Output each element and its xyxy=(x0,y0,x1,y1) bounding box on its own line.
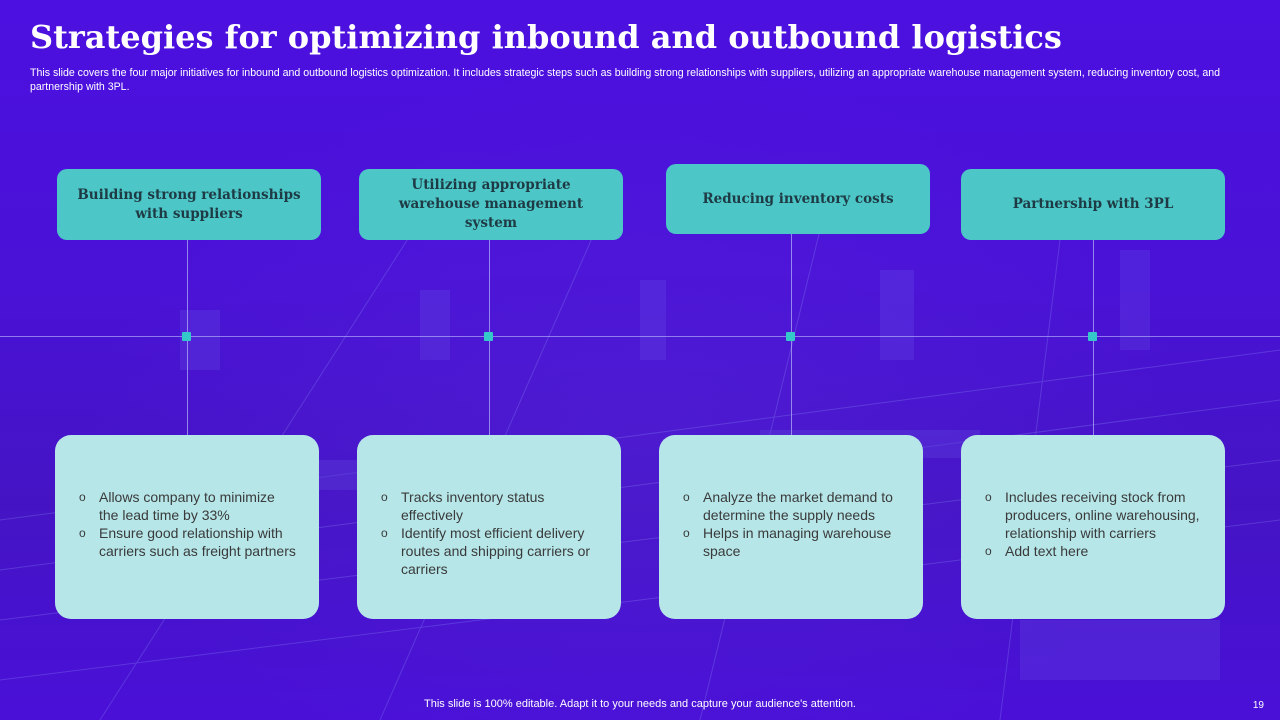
bullet-icon: o xyxy=(683,526,690,540)
strategy-point: o Tracks inventory status effectively xyxy=(381,488,599,524)
strategy-point: o Identify most efficient delivery routes… xyxy=(381,524,599,578)
strategy-point: o Analyze the market demand to determine … xyxy=(683,488,901,524)
strategy-point-text: Tracks inventory status effectively xyxy=(401,489,545,523)
strategy-point: o Helps in managing warehouse space xyxy=(683,524,901,560)
strategy-point: o Ensure good relationship with carriers … xyxy=(79,524,297,560)
timeline-line xyxy=(0,336,1280,337)
strategy-points-3: o Analyze the market demand to determine … xyxy=(683,488,901,560)
strategy-heading-3: Reducing inventory costs xyxy=(666,164,930,234)
slide-subtitle: This slide covers the four major initiat… xyxy=(30,67,1221,93)
page-number: 19 xyxy=(1252,700,1264,711)
strategy-heading-2-text: Utilizing appropriate warehouse manageme… xyxy=(398,177,584,231)
strategy-point: o Includes receiving stock from producers… xyxy=(985,488,1203,542)
bullet-icon: o xyxy=(381,526,388,540)
connector-dot-1 xyxy=(182,332,191,341)
slide-footer: This slide is 100% editable. Adapt it to… xyxy=(424,698,856,710)
connector-dot-2 xyxy=(484,332,493,341)
strategy-point: o Add text here xyxy=(985,542,1203,560)
bullet-icon: o xyxy=(79,526,86,540)
strategy-heading-3-text: Reducing inventory costs xyxy=(702,190,894,207)
strategy-details-4: o Includes receiving stock from producers… xyxy=(961,435,1225,619)
strategy-point-text: Helps in managing warehouse space xyxy=(703,525,892,559)
strategy-details-3: o Analyze the market demand to determine … xyxy=(659,435,923,619)
strategy-heading-2: Utilizing appropriate warehouse manageme… xyxy=(359,169,623,240)
strategy-point-text: Includes receiving stock from producers,… xyxy=(1005,489,1200,541)
strategy-point-text: Allows company to minimize the lead time… xyxy=(99,489,275,523)
connector-dot-4 xyxy=(1088,332,1097,341)
bullet-icon: o xyxy=(79,490,86,504)
strategy-point-text: Add text here xyxy=(1005,543,1089,559)
strategy-point: o Allows company to minimize the lead tim… xyxy=(79,488,297,524)
strategy-details-1: o Allows company to minimize the lead tim… xyxy=(55,435,319,619)
strategy-points-1: o Allows company to minimize the lead tim… xyxy=(79,488,297,560)
strategy-heading-1-text: Building strong relationships with suppl… xyxy=(77,186,301,222)
bullet-icon: o xyxy=(985,544,992,558)
bullet-icon: o xyxy=(381,490,388,504)
strategy-point-text: Ensure good relationship with carriers s… xyxy=(99,525,296,559)
strategy-heading-4-text: Partnership with 3PL xyxy=(1012,196,1174,212)
strategy-heading-1: Building strong relationships with suppl… xyxy=(57,169,321,240)
bullet-icon: o xyxy=(683,490,690,504)
bullet-icon: o xyxy=(985,490,992,504)
strategy-heading-4: Partnership with 3PL xyxy=(961,169,1225,240)
slide-title: Strategies for optimizing inbound and ou… xyxy=(30,18,1062,56)
strategy-point-text: Analyze the market demand to determine t… xyxy=(703,489,893,523)
connector-dot-3 xyxy=(786,332,795,341)
strategy-points-4: o Includes receiving stock from producers… xyxy=(985,488,1203,560)
strategy-point-text: Identify most efficient delivery routes … xyxy=(401,525,591,577)
